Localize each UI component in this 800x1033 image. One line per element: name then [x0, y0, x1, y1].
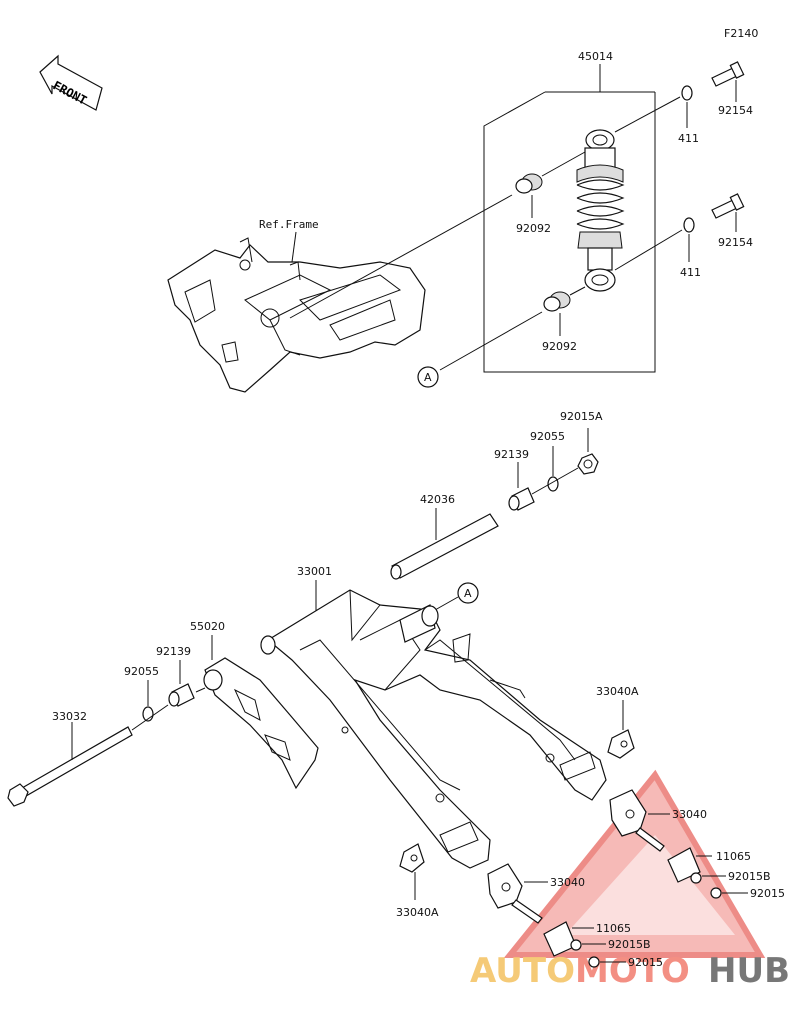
washer-411-bottom-icon [683, 217, 695, 233]
bolt-adjuster-left-icon [511, 899, 543, 924]
label-33040-left: 33040 [550, 876, 585, 889]
nut-92015b-right-icon [690, 872, 702, 884]
label-92055-left: 92055 [124, 665, 159, 678]
sleeve-42036-icon [390, 513, 499, 580]
diagram-code: F2140 [724, 27, 758, 40]
callout-a-upper [417, 366, 439, 388]
label-92139-left: 92139 [156, 645, 191, 658]
front-arrow-icon: FRONT [39, 54, 103, 111]
label-33001: 33001 [297, 565, 332, 578]
pivot-shaft-33032-icon [7, 726, 133, 807]
label-92015a: 92015A [560, 410, 603, 423]
shock-absorber [576, 129, 625, 292]
callout-a-upper-label: A [424, 371, 432, 384]
label-55020: 55020 [190, 620, 225, 633]
label-92055-right: 92055 [530, 430, 565, 443]
label-45014: 45014 [578, 50, 613, 63]
bolt-adjuster-right-icon [635, 827, 665, 852]
nut-92015b-left-icon [570, 939, 582, 951]
label-92139-right: 92139 [494, 448, 529, 461]
label-92015b-right: 92015B [728, 870, 771, 883]
label-92092-top: 92092 [516, 222, 551, 235]
label-11065-left: 11065 [596, 922, 631, 935]
plate-33040a-left-icon [399, 843, 425, 873]
nut-92015-right-icon [710, 887, 722, 899]
nut-92015a-icon [577, 453, 599, 475]
label-411-bottom: 411 [680, 266, 701, 279]
plate-33040a-right-icon [607, 729, 635, 759]
watermark-logo: AUTO MOTO HUB [470, 769, 790, 991]
bolt-92154-bottom-icon [711, 193, 745, 219]
label-92015b-left: 92015B [608, 938, 651, 951]
collar-92139-right-icon [508, 487, 535, 511]
label-42036: 42036 [420, 493, 455, 506]
callout-a-lower-label: A [464, 587, 472, 600]
label-411-top: 411 [678, 132, 699, 145]
label-92015-right: 92015 [750, 887, 785, 900]
callout-a-lower [457, 582, 479, 604]
label-33040-right: 33040 [672, 808, 707, 821]
swing-arm [260, 589, 607, 869]
watermark-word-hub: HUB [708, 951, 790, 991]
label-92092-bottom: 92092 [542, 340, 577, 353]
label-33032: 33032 [52, 710, 87, 723]
bushing-92092-top-icon [515, 173, 543, 194]
ref-frame-label: Ref.Frame [259, 218, 319, 231]
bolt-92154-top-icon [711, 61, 745, 87]
watermark-word-auto: AUTO [470, 951, 575, 991]
plate-11065-right-icon [667, 847, 701, 883]
label-11065-right: 11065 [716, 850, 751, 863]
label-33040a-left: 33040A [396, 906, 439, 919]
nut-92015-left-icon [588, 956, 600, 968]
collar-92139-left-icon [168, 683, 195, 707]
label-33040a-right: 33040A [596, 685, 639, 698]
label-92154-top: 92154 [718, 104, 753, 117]
chain-guide-55020 [203, 657, 319, 790]
label-92154-bottom: 92154 [718, 236, 753, 249]
label-92015-left: 92015 [628, 956, 663, 969]
washer-411-top-icon [681, 85, 693, 101]
bushing-92092-bottom-icon [543, 291, 571, 312]
frame-illustration [167, 237, 426, 393]
